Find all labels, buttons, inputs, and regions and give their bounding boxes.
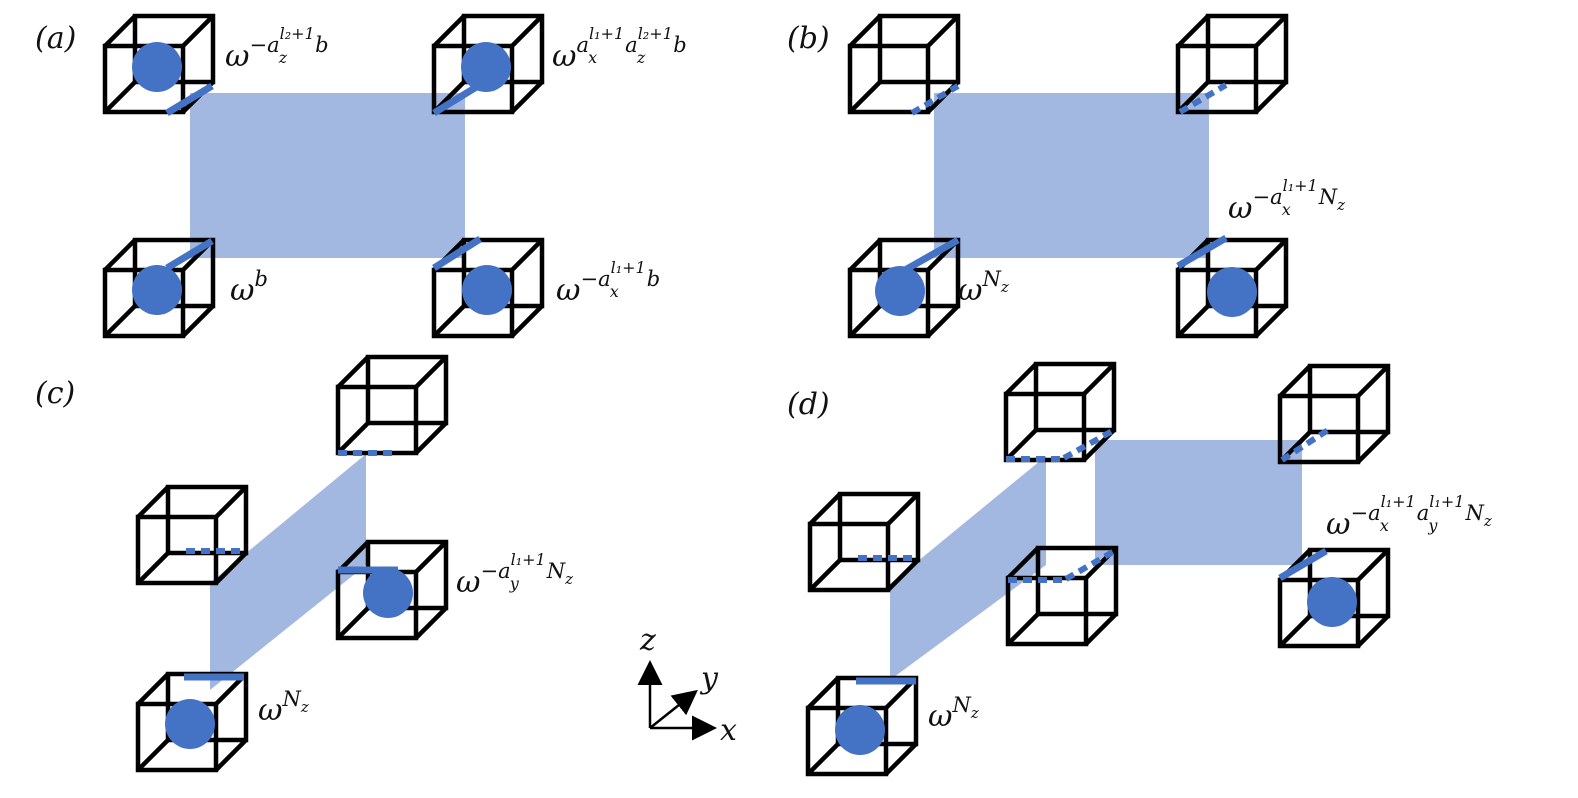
charge-dot: [363, 568, 413, 618]
axes-indicator: z y x: [637, 623, 737, 748]
charge-dot: [835, 705, 885, 755]
y-axis-label: y: [699, 661, 719, 696]
string-edge-dashed: [1062, 427, 1116, 461]
cube: [1003, 361, 1117, 463]
string-edge-dashed: [910, 83, 960, 116]
string-edge-dashed: [1178, 82, 1228, 115]
charge-dot: [461, 42, 511, 92]
cube: [1277, 363, 1391, 465]
string-edge: [165, 82, 214, 117]
charge-dot: [875, 266, 925, 316]
phase-label-left: ωNz: [958, 267, 1009, 308]
phase-label-bottom-left: ωb: [230, 267, 268, 308]
string-edge: [1176, 234, 1228, 270]
string-edge: [1278, 547, 1328, 582]
charge-dot: [1207, 267, 1257, 317]
panel-b-label: (b): [787, 21, 830, 56]
charge-dot: [132, 265, 182, 315]
cube: [1175, 13, 1289, 115]
charge-dot: [1307, 577, 1357, 627]
x-axis-label: x: [720, 713, 737, 748]
membrane-sheet: [190, 93, 465, 258]
membrane-sheet: [210, 454, 366, 690]
string-edge: [903, 236, 960, 274]
cube: [135, 484, 249, 586]
y-axis-arrow: [649, 689, 698, 729]
panel-d-label: (d): [787, 387, 830, 422]
cube: [807, 491, 921, 593]
membrane-sheet: [934, 93, 1209, 258]
phase-label-bottom: ωNz: [258, 687, 309, 728]
panel-d: (d): [787, 361, 1492, 777]
z-axis-label: z: [639, 623, 656, 658]
phase-label-bottom: ωNz: [928, 693, 979, 734]
charge-dot: [462, 265, 512, 315]
charge-dot: [132, 42, 182, 92]
string-edge: [165, 237, 214, 272]
panel-c-label: (c): [35, 376, 75, 411]
membrane-sheet: [1095, 440, 1302, 565]
cube: [335, 354, 449, 456]
membrane-sheet: [890, 456, 1046, 680]
charge-dot: [165, 699, 215, 749]
string-edge: [432, 83, 480, 116]
string-edge: [432, 236, 482, 271]
string-edge-dashed: [1280, 427, 1330, 463]
panel-a-label: (a): [35, 21, 76, 56]
cube: [847, 13, 961, 115]
string-edge-dashed: [1064, 547, 1118, 582]
